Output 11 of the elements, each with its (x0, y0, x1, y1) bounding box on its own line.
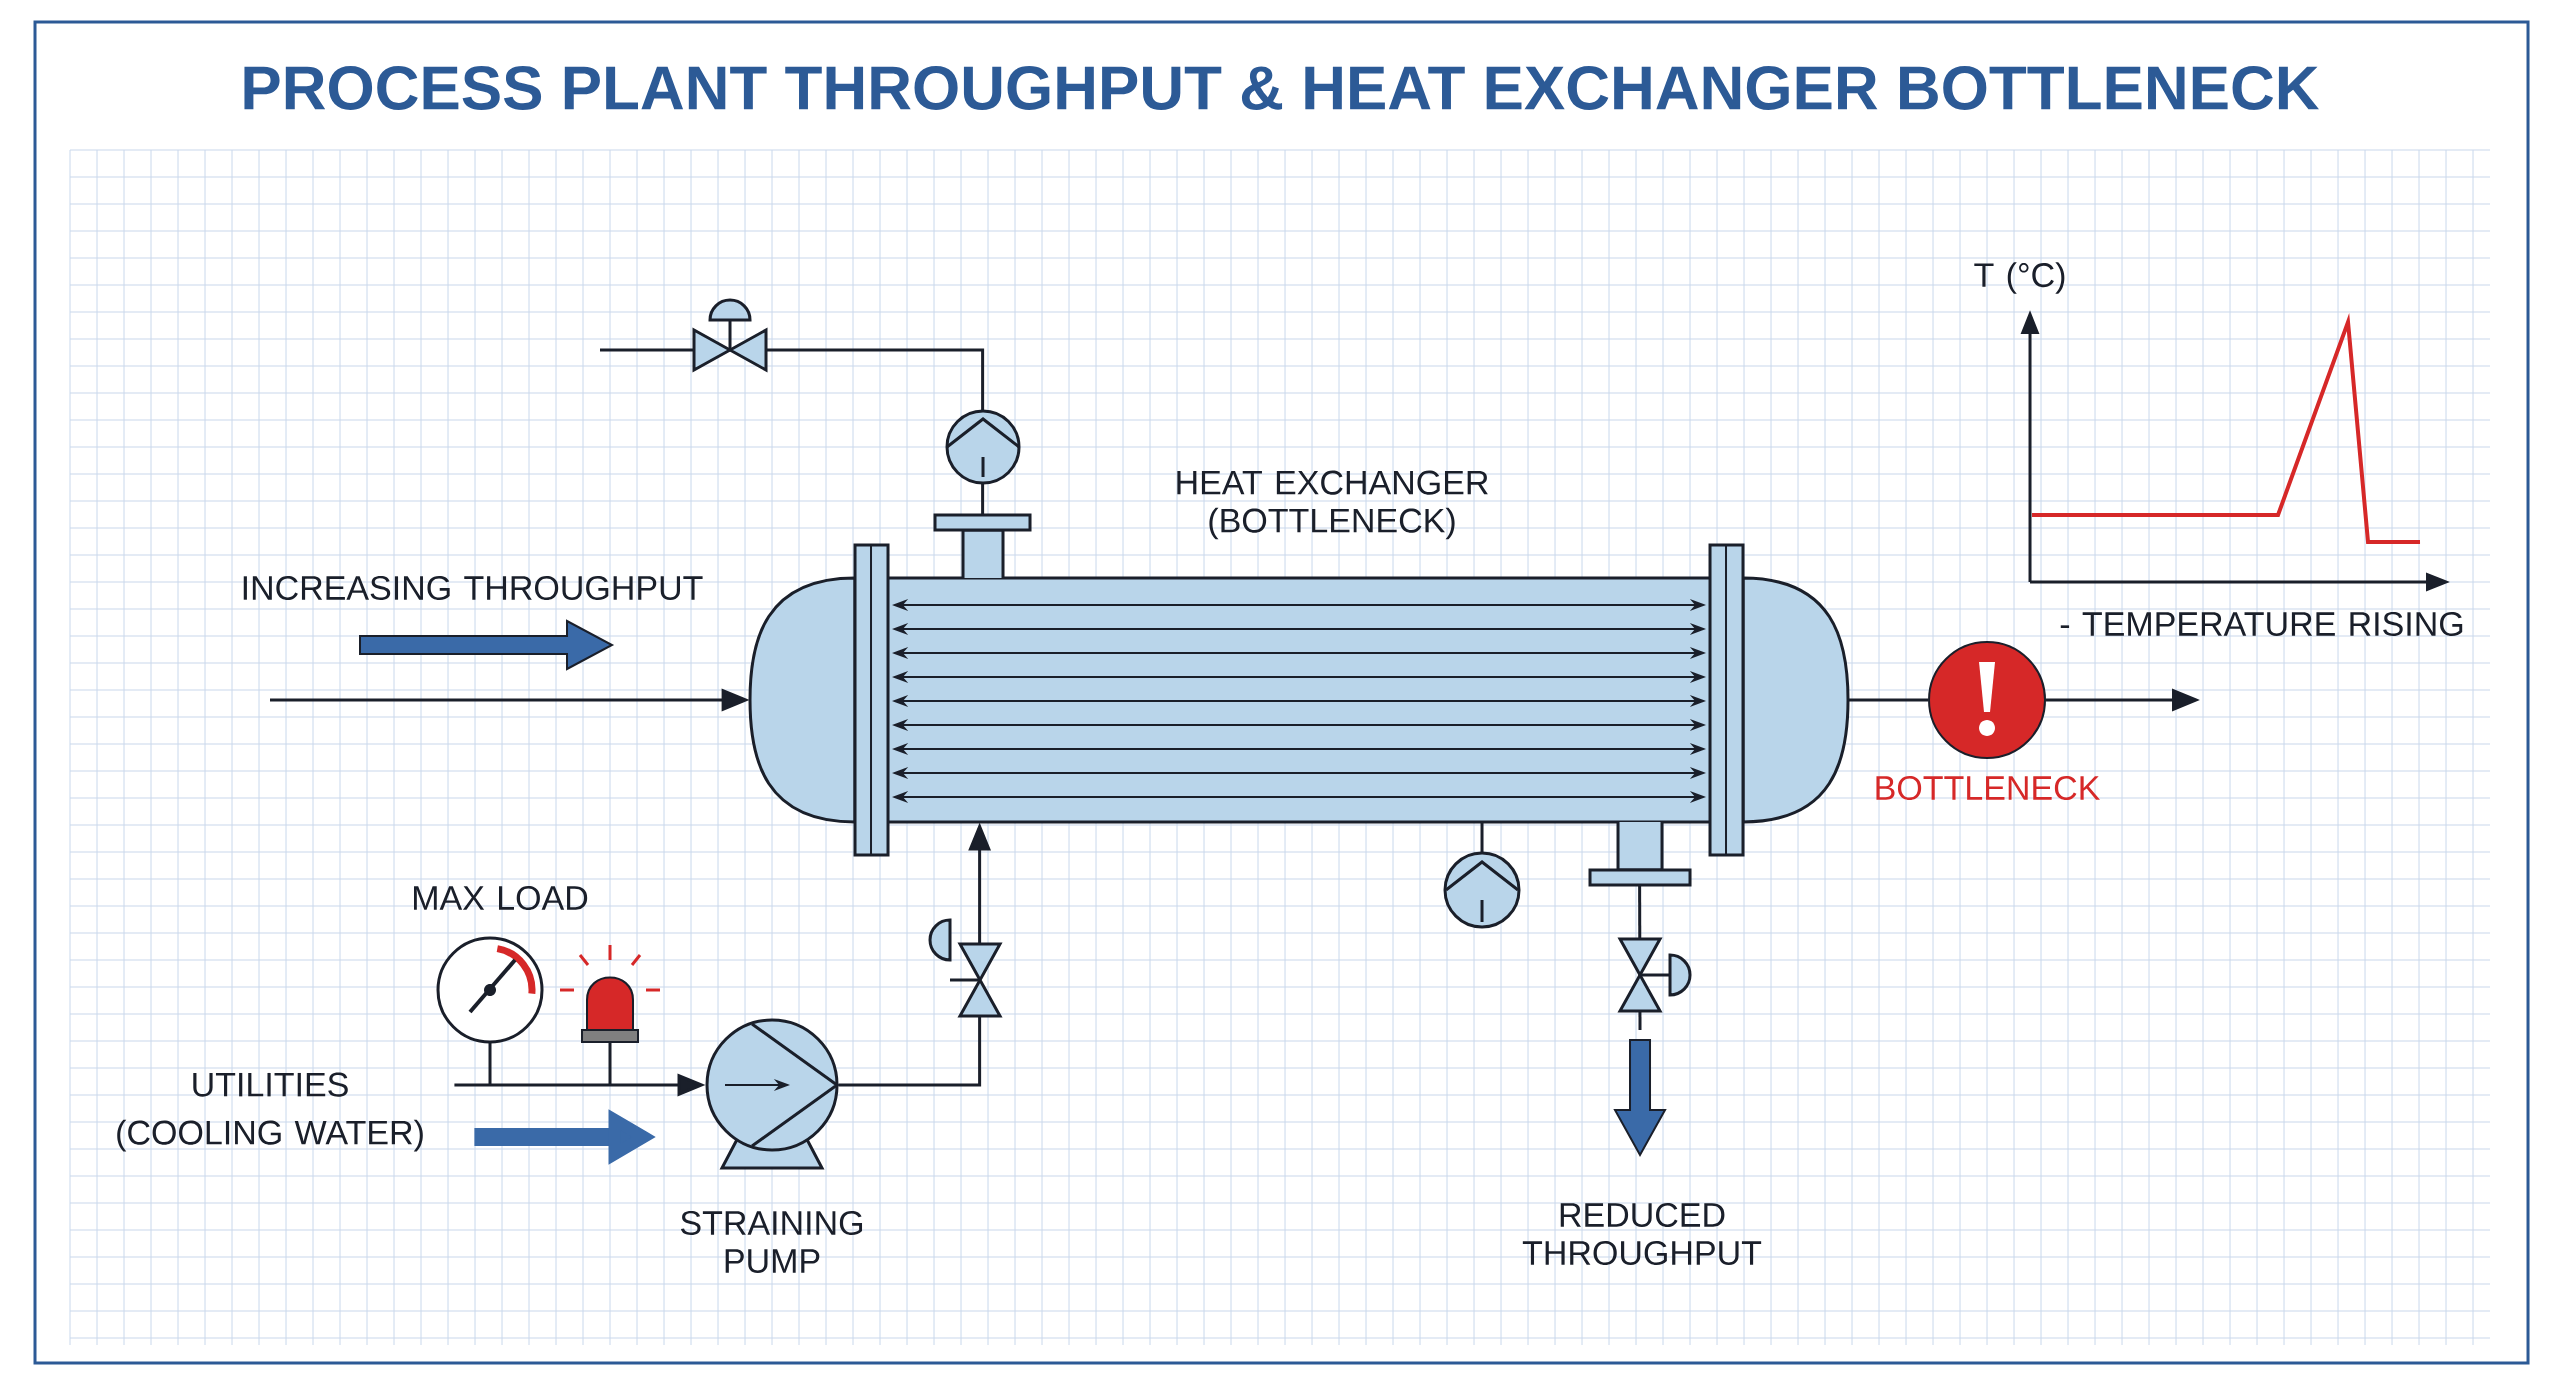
warning-label: BOTTLENECK (1876, 775, 2100, 801)
equipment-label: STRAINING PUMP (681, 1210, 863, 1274)
annotation-label: MAX LOAD (414, 885, 588, 911)
equipment-label: HEAT EXCHANGER (BOTTLENECK) (1177, 470, 1488, 540)
axis-label: - TEMPERATURE RISING (2060, 611, 2463, 637)
title: PROCESS PLANT THROUGHPUT & HEAT EXCHANGER BOTTLENECK (244, 66, 2319, 110)
outlet-label: REDUCED THROUGHPUT (1522, 1202, 1762, 1266)
inlet-label: UTILITIES (COOLING WATER) (117, 1072, 423, 1152)
axis-label: T (°C) (1974, 262, 2065, 294)
process-label: INCREASING THROUGHPUT (243, 575, 703, 601)
pipe-line (1848, 698, 1928, 702)
